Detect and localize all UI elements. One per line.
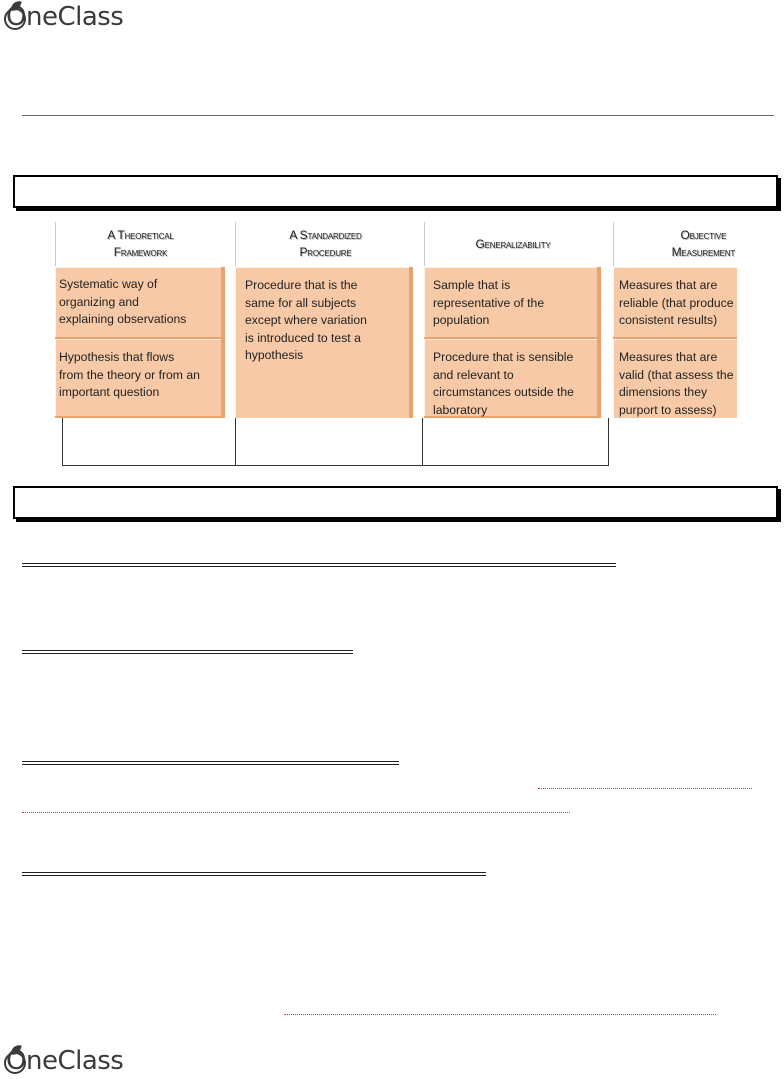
header-divider (22, 115, 774, 116)
cell-reliable: Measures that are reliable (that produce… (613, 267, 737, 339)
heading-line-2: Measurement (671, 245, 736, 259)
heading-line-1: Generalizability (475, 236, 551, 251)
heading-underline-4 (22, 872, 486, 876)
column-theoretical-framework: A Theoretical Framework (55, 222, 225, 266)
section-heading-box-1 (13, 175, 778, 208)
cell-sample: Sample that is representative of the pop… (424, 267, 601, 339)
section-heading-box-2 (13, 486, 778, 519)
cell-systematic-way: Systematic way of organizing and explain… (55, 267, 225, 339)
research-criteria-figure: A Theoretical Framework Systematic way o… (55, 222, 737, 467)
heading-line-2: Framework (113, 245, 168, 259)
column-generalizability: Generalizability (424, 222, 601, 266)
heading-line-1: A Standardized (289, 228, 362, 242)
cell-valid: Measures that are valid (that assess the… (613, 339, 737, 418)
heading-line-2: Procedure (299, 245, 352, 259)
column-heading: A Theoretical Framework (55, 222, 225, 266)
heading-underline-2 (22, 650, 353, 654)
figure-frame (62, 418, 609, 466)
column-heading: Objective Measurement (613, 222, 737, 266)
heading-line-1: A Theoretical (107, 228, 174, 242)
annotation-dotted-line-3 (284, 1014, 716, 1015)
cell-standardized-procedure: Procedure that is the same for all subje… (235, 267, 413, 418)
annotation-dotted-line-1 (538, 788, 752, 789)
column-objective-measurement: Objective Measurement (613, 222, 737, 266)
heading-underline-1 (22, 563, 616, 567)
column-heading: Generalizability (424, 222, 601, 266)
leaf-o-icon (4, 1042, 26, 1074)
cell-procedure-sensible: Procedure that is sensible and relevant … (424, 339, 601, 418)
oneclass-logo: OneClass (4, 0, 124, 32)
heading-line-1: Objective (680, 228, 727, 242)
cell-hypothesis: Hypothesis that flows from the theory or… (55, 339, 225, 418)
column-heading: A Standardized Procedure (235, 222, 415, 266)
heading-underline-3 (22, 761, 399, 765)
column-standardized-procedure: A Standardized Procedure (235, 222, 415, 266)
annotation-dotted-line-2 (22, 812, 570, 813)
oneclass-logo-footer: OneClass (4, 1042, 124, 1076)
leaf-o-icon (4, 0, 26, 30)
